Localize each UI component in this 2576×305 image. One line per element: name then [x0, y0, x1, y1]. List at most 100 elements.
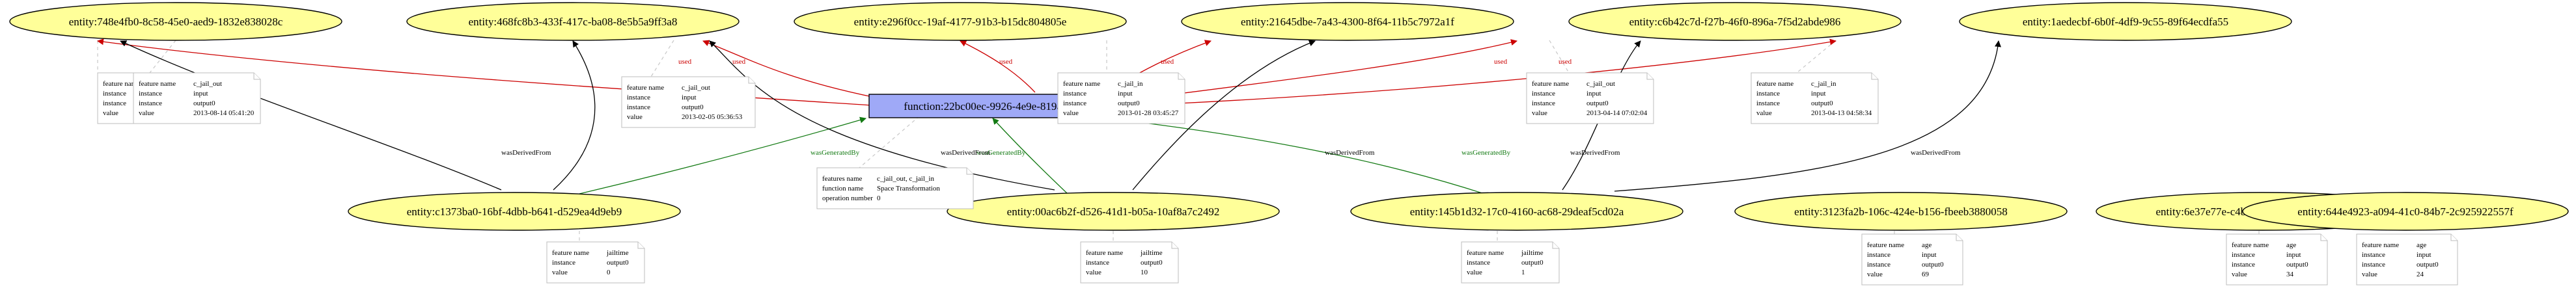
- note-key: instance: [627, 94, 650, 101]
- used-edge-label: used: [1558, 58, 1572, 66]
- derived-edge-label: wasDerivedFrom: [501, 149, 551, 157]
- entity-node[interactable]: entity:00ac6b2f-d526-41d1-b05a-10af8a7c2…: [947, 192, 1280, 231]
- entity-node[interactable]: entity:145b1d32-17c0-4160-ac68-29deaf5cd…: [1350, 192, 1683, 231]
- derived-edge-label: wasDerivedFrom: [1570, 149, 1620, 157]
- was-derived-from-edge: [553, 40, 596, 191]
- note-value: output0: [193, 99, 215, 107]
- note-key: operation number: [822, 194, 873, 202]
- note-value: input: [2286, 251, 2301, 259]
- used-edge-label: used: [1494, 58, 1508, 66]
- note-value: input: [2417, 251, 2431, 259]
- entity-label: entity:c6b42c7d-f27b-46f0-896a-7f5d2abde…: [1629, 16, 1841, 28]
- was-derived-from-edge: [1614, 40, 2001, 192]
- note-key: value: [627, 113, 643, 121]
- entity-node[interactable]: entity:1aedecbf-6b0f-4df9-9c55-89f64ecdf…: [1959, 2, 2292, 41]
- note-value: c_jail_in: [1811, 80, 1836, 88]
- entity-label: entity:21645dbe-7a43-4300-8f64-11b5c7972…: [1241, 16, 1454, 28]
- was-generated-by-edge: [992, 118, 1068, 194]
- note-value: output0: [1922, 261, 1944, 269]
- entity-node[interactable]: entity:c1373ba0-16bf-4dbb-b641-d529ea4d9…: [348, 192, 681, 231]
- entity-label: entity:3123fa2b-106c-424e-b156-fbeeb3880…: [1794, 206, 2008, 218]
- note-key: feature name: [2232, 241, 2269, 249]
- used-edge-label: used: [732, 58, 746, 66]
- note-key: feature name: [1063, 80, 1100, 88]
- note-key: instance: [139, 99, 162, 107]
- note-key: instance: [139, 90, 162, 98]
- used-edge: [97, 38, 873, 106]
- note-key: instance: [1467, 259, 1490, 267]
- note-key: instance: [2362, 251, 2385, 259]
- note-value: input: [1811, 90, 1826, 98]
- note-key: features name: [822, 175, 862, 183]
- used-edge: [1165, 38, 1836, 105]
- note-value: input: [1586, 90, 1601, 98]
- note-key: feature name: [552, 249, 589, 257]
- derived-edge-label: wasDerivedFrom: [1911, 149, 1961, 157]
- note-connector: [1549, 40, 1570, 73]
- note-value: c_jail_in: [1118, 80, 1143, 88]
- note-key: instance: [1756, 99, 1780, 107]
- note-key: value: [1756, 109, 1772, 117]
- note-key: instance: [1867, 251, 1890, 259]
- used-edge-label: used: [999, 58, 1013, 66]
- derived-edge-label: wasDerivedFrom: [941, 149, 991, 157]
- used-edge: [1158, 39, 1517, 97]
- note-key: instance: [627, 103, 650, 111]
- note-value: 0: [607, 269, 611, 276]
- note-connector: [149, 40, 176, 73]
- entity-label: entity:00ac6b2f-d526-41d1-b05a-10af8a7c2…: [1007, 206, 1220, 218]
- note-value: input: [193, 90, 208, 98]
- note-key: instance: [2232, 251, 2255, 259]
- note-value: output0: [1141, 259, 1163, 267]
- was-derived-from-edge: [1132, 40, 1316, 191]
- note-key: instance: [1756, 90, 1780, 98]
- generated-edge-label: wasGeneratedBy: [1461, 149, 1511, 157]
- note-value: c_jail_out, c_jail_in: [877, 175, 934, 183]
- note-value: 2013-04-14 07:02:04: [1586, 109, 1648, 117]
- note-key: feature name: [627, 84, 664, 92]
- note-connector: [859, 111, 925, 168]
- note-key: feature name: [103, 80, 140, 88]
- note-key: value: [2362, 271, 2377, 278]
- used-edge: [702, 40, 876, 98]
- entity-node[interactable]: entity:21645dbe-7a43-4300-8f64-11b5c7972…: [1181, 2, 1514, 41]
- entity-label: entity:468fc8b3-433f-417c-ba08-8e5b5a9ff…: [469, 16, 678, 28]
- entity-node[interactable]: entity:748e4fb0-8c58-45e0-aed9-1832e8380…: [9, 2, 342, 41]
- note-value: Space Transformation: [877, 185, 940, 192]
- entity-node[interactable]: entity:3123fa2b-106c-424e-b156-fbeeb3880…: [1734, 192, 2068, 231]
- note-value: 34: [2286, 271, 2294, 278]
- note-key: value: [1063, 109, 1079, 117]
- note-value: age: [1922, 241, 1932, 249]
- entity-label: entity:748e4fb0-8c58-45e0-aed9-1832e8380…: [69, 16, 283, 28]
- note-value: 10: [1141, 269, 1148, 276]
- note-key: instance: [103, 90, 126, 98]
- entity-node[interactable]: entity:c6b42c7d-f27b-46f0-896a-7f5d2abde…: [1568, 2, 1902, 41]
- note-value: output0: [1521, 259, 1544, 267]
- note-key: instance: [1063, 99, 1087, 107]
- entity-node[interactable]: entity:644e4923-a094-41c0-84b7-2c9259225…: [2242, 192, 2569, 231]
- note-key: instance: [1532, 99, 1555, 107]
- entity-node[interactable]: entity:468fc8b3-433f-417c-ba08-8e5b5a9ff…: [406, 2, 740, 41]
- entity-label: entity:1aedecbf-6b0f-4df9-9c55-89f64ecdf…: [2023, 16, 2228, 28]
- note-value: jailtime: [1521, 249, 1544, 257]
- note-key: instance: [1086, 259, 1109, 267]
- note-value: input: [682, 94, 697, 101]
- notes-layer: feature name c_jail_in instance input instan…: [97, 72, 2458, 285]
- note-value: output0: [1586, 99, 1609, 107]
- note-key: feature name: [2362, 241, 2399, 249]
- note-key: feature name: [1532, 80, 1569, 88]
- note-key: value: [1467, 269, 1482, 276]
- note-key: value: [552, 269, 568, 276]
- generated-edge-label: wasGeneratedBy: [976, 149, 1026, 157]
- used-edge-label: used: [1161, 58, 1174, 66]
- entity-node[interactable]: entity:e296f0cc-19af-4177-91b3-b15dc8048…: [794, 2, 1127, 41]
- note-value: jailtime: [606, 249, 629, 257]
- note-key: instance: [1532, 90, 1555, 98]
- note-value: 1: [1521, 269, 1525, 276]
- note-value: age: [2286, 241, 2296, 249]
